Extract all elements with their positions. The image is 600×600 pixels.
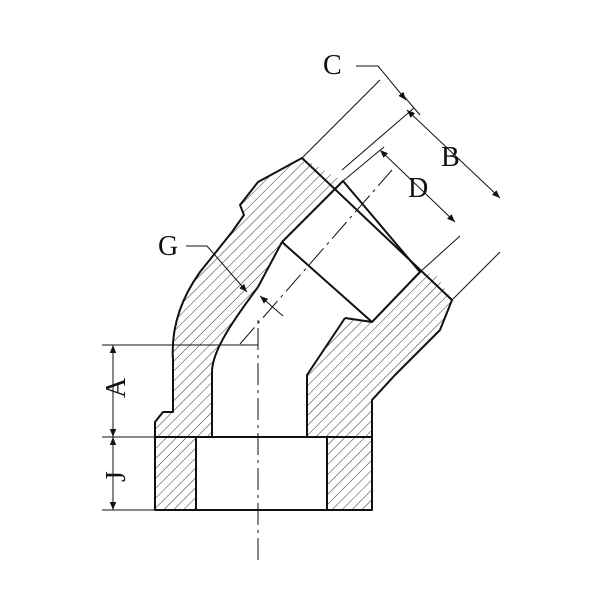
label-g: G	[158, 231, 178, 262]
label-b: B	[441, 142, 460, 173]
label-c: C	[323, 50, 342, 81]
label-a: A	[101, 377, 132, 398]
center-lines	[239, 169, 393, 560]
label-j: J	[101, 471, 132, 482]
hatched-walls	[155, 158, 452, 510]
dimension-c	[301, 65, 501, 301]
dimension-d	[342, 146, 461, 273]
dimension-j	[102, 437, 155, 511]
dimension-g	[186, 245, 284, 317]
label-d: D	[408, 173, 428, 204]
